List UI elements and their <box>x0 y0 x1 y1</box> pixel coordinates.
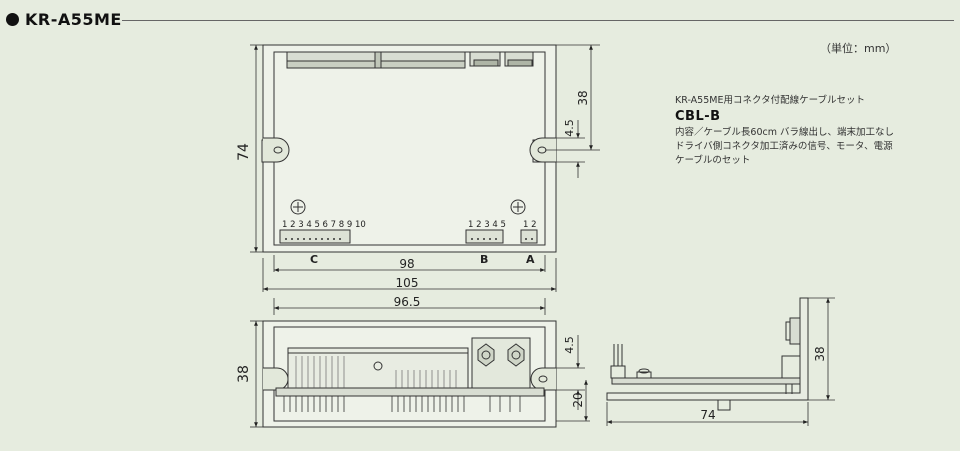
unit-note: （単位：mm） <box>820 42 897 55</box>
front-dim-38-label: 38 <box>236 365 252 383</box>
bullet-icon <box>6 13 19 26</box>
side-dim-38-label: 38 <box>813 346 827 361</box>
front-view <box>262 320 557 428</box>
cable-set-info: KR-A55ME用コネクタ付配線ケーブルセット CBL-B 内容／ケーブル長60… <box>675 94 945 168</box>
connector-a-label: A <box>526 253 535 266</box>
top-view-dimensions <box>250 44 600 315</box>
dim-105-label: 105 <box>396 276 419 290</box>
dim-4-5-label: 4.5 <box>563 119 576 137</box>
pins-b-label: 1 2 3 4 5 <box>468 220 506 230</box>
front-dim-4-5-label: 4.5 <box>563 336 576 354</box>
side-view <box>606 297 809 411</box>
cable-set-subtitle: KR-A55ME用コネクタ付配線ケーブルセット <box>675 95 866 106</box>
cable-set-name: CBL-B <box>675 109 721 124</box>
section-header: KR-A55ME <box>6 9 954 31</box>
connector-c-label: C <box>310 253 318 266</box>
dim-38-label: 38 <box>576 90 590 105</box>
top-view <box>261 44 557 253</box>
cable-set-description-3: ケーブルのセット <box>675 155 751 166</box>
side-view-dimensions <box>606 297 835 426</box>
front-view-dimensions <box>250 320 590 428</box>
connector-b-label: B <box>480 253 488 266</box>
product-title: KR-A55ME <box>25 10 122 29</box>
dim-96-5-label: 96.5 <box>394 295 421 309</box>
pins-a-label: 1 2 <box>523 220 537 230</box>
front-dim-20-label: 20 <box>571 392 585 407</box>
dim-98-label: 98 <box>399 257 414 271</box>
header-rule <box>122 20 954 21</box>
cable-set-description-1: 内容／ケーブル長60cm バラ線出し、端末加工なし <box>675 127 895 138</box>
dim-74-label: 74 <box>236 143 252 161</box>
cable-set-description-2: ドライバ側コネクタ加工済みの信号、モータ、電源 <box>675 141 893 152</box>
side-dim-74-label: 74 <box>700 408 715 422</box>
pins-c-label: 1 2 3 4 5 6 7 8 9 10 <box>282 220 366 230</box>
